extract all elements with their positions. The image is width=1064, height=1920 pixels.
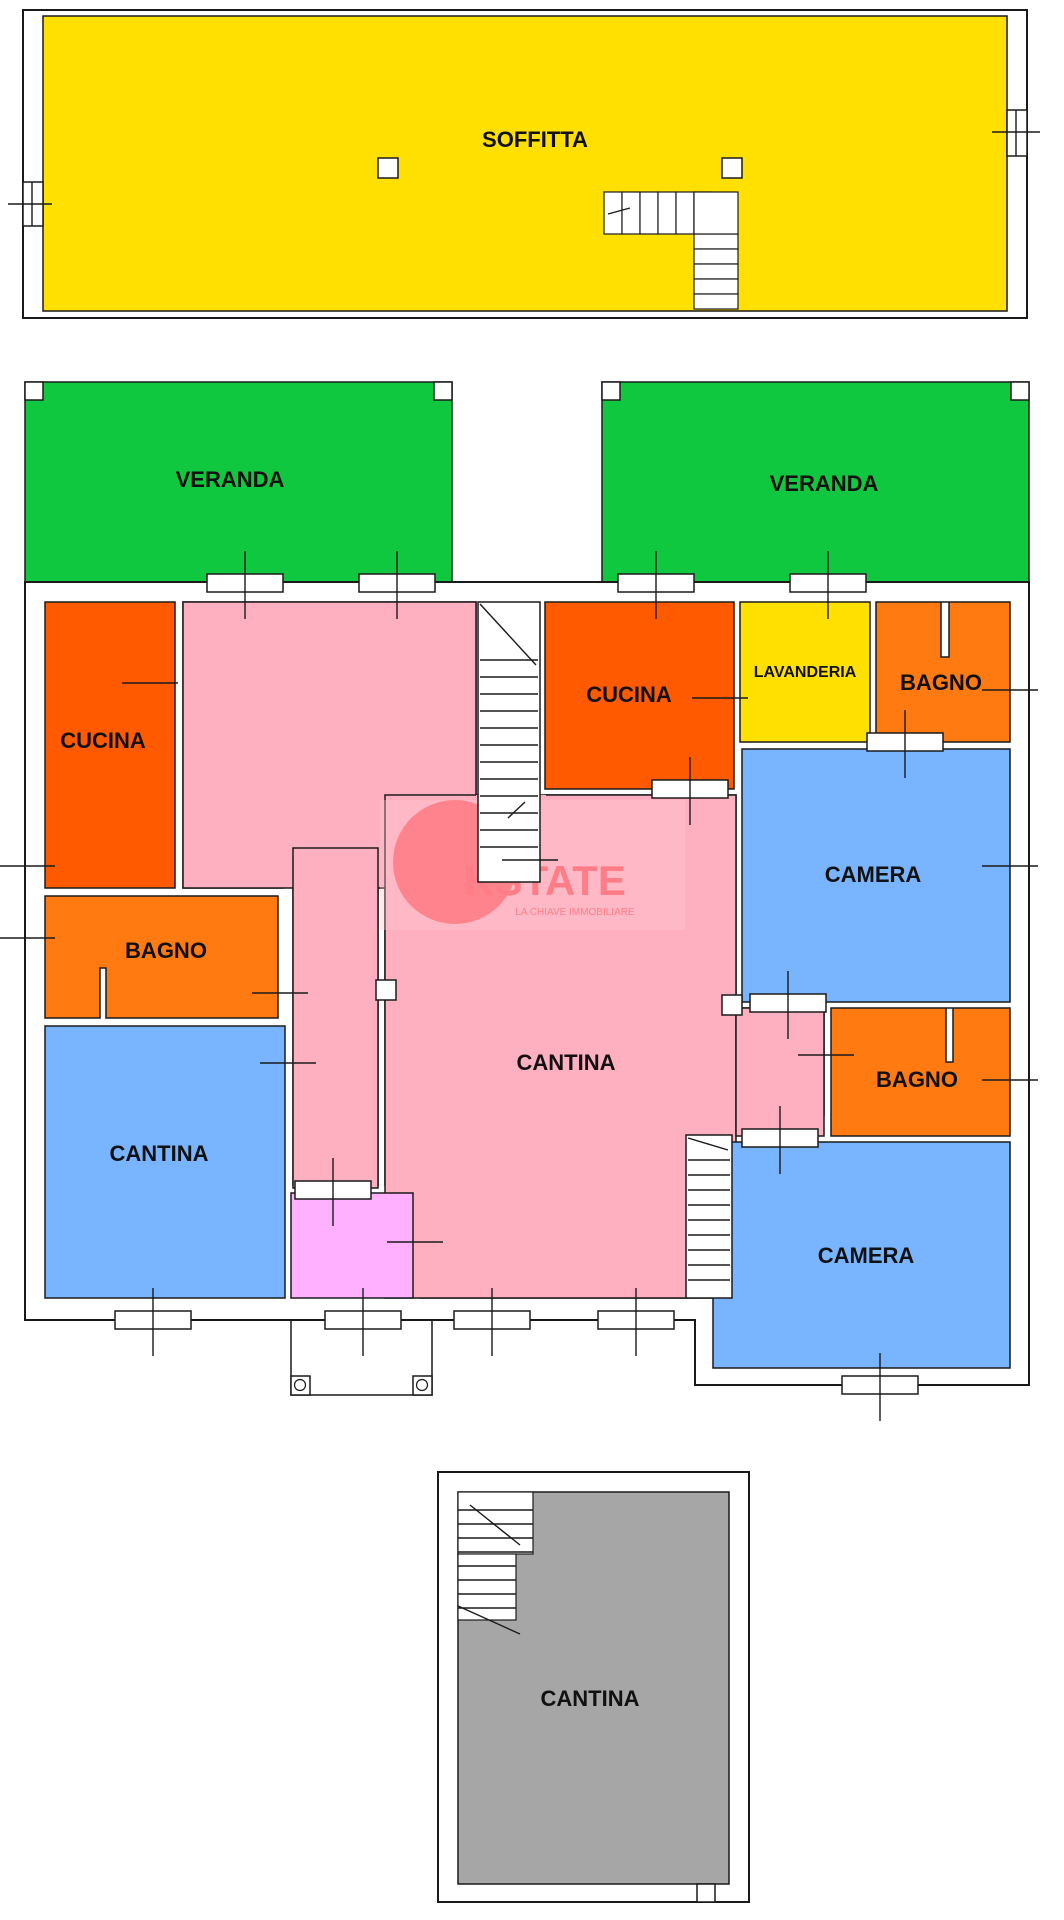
- room-cantina-center: [384, 794, 737, 1299]
- attic-step: [693, 293, 739, 310]
- room-veranda-right: [601, 381, 1030, 583]
- label-camera-right: CAMERA: [825, 862, 922, 887]
- veranda-right-pillar-1: [601, 381, 621, 401]
- central-stair-box: [477, 601, 541, 883]
- lower-stair-diag: [687, 1137, 729, 1151]
- label-soffitta: SOFFITTA: [482, 127, 588, 152]
- attic-floor: SOFFITTA: [8, 9, 1040, 319]
- attic-step: [693, 278, 739, 295]
- label-veranda-left: VERANDA: [176, 467, 285, 492]
- central-stair-diag: [479, 603, 537, 666]
- attic-step: [675, 191, 695, 235]
- attic-step: [657, 191, 677, 235]
- room-bagno-left: [44, 895, 279, 1019]
- basement-stair-edge: [457, 1605, 521, 1635]
- basement-staircase: [457, 1491, 534, 1635]
- attic-step: [621, 191, 641, 235]
- porch-pillar-right-ring: [415, 1378, 429, 1392]
- basement-floor: CANTINA: [437, 1471, 750, 1903]
- label-cantina-center: CANTINA: [517, 1050, 616, 1075]
- pillar-left-corridor: [375, 979, 397, 1001]
- room-cucina-left: [44, 601, 176, 889]
- central-staircase: [477, 601, 541, 883]
- room-cantina-left: [44, 1025, 286, 1299]
- label-bagno-top-right: BAGNO: [900, 670, 982, 695]
- basement-stair-top: [457, 1491, 534, 1555]
- porch-pillar-left: [290, 1375, 311, 1396]
- main-floor: VERANDA VERANDA KSTATE LA CHIAVE IMMOBIL…: [0, 381, 1038, 1421]
- label-veranda-right: VERANDA: [770, 471, 879, 496]
- room-bagno-mid-right: [830, 1007, 1011, 1137]
- attic-pillar-2: [721, 157, 743, 179]
- attic-step: [693, 263, 739, 280]
- room-veranda-left: [24, 381, 453, 583]
- pillar-right-passage: [721, 994, 743, 1016]
- label-camera-bottom-right: CAMERA: [818, 1243, 915, 1268]
- label-lavanderia: LAVANDERIA: [754, 664, 857, 681]
- attic-outer-wall: [22, 9, 1028, 319]
- label-cantina-left: CANTINA: [110, 1141, 209, 1166]
- openings: [0, 551, 1038, 1421]
- lower-staircase: [685, 1134, 733, 1299]
- house-outer-wall: [24, 581, 1030, 1386]
- attic-window-right: [1006, 109, 1028, 157]
- attic-pillar-1: [377, 157, 399, 179]
- veranda-right-pillar-2: [1010, 381, 1030, 401]
- veranda-left-pillar-1: [24, 381, 44, 401]
- lower-stair-box: [685, 1134, 733, 1299]
- attic-step: [693, 233, 739, 250]
- label-bagno-mid-right: BAGNO: [876, 1067, 958, 1092]
- attic-step: [639, 191, 659, 235]
- porch-pillar-right: [412, 1375, 433, 1396]
- room-soffitta: [42, 15, 1008, 312]
- label-cucina-left: CUCINA: [60, 728, 146, 753]
- room-camera-bottom-right: [712, 1141, 1011, 1369]
- room-camera-right: [741, 748, 1011, 1003]
- basement-stair-side: [457, 1553, 517, 1621]
- attic-staircase: [603, 191, 739, 310]
- label-bagno-left: BAGNO: [125, 938, 207, 963]
- entrance-porch: [290, 1319, 433, 1396]
- label-cucina-center: CUCINA: [586, 682, 672, 707]
- basement-outer-wall: [437, 1471, 750, 1903]
- veranda-left-pillar-2: [433, 381, 453, 401]
- porch-pillar-left-ring: [293, 1378, 307, 1392]
- room-bagno-top-right: [875, 601, 1011, 743]
- basement-stair-diag: [469, 1504, 521, 1546]
- attic-stair-arrow: [607, 207, 631, 215]
- attic-step: [693, 248, 739, 265]
- central-stair-arrow: [507, 801, 526, 819]
- room-small-violet: [290, 1192, 414, 1299]
- label-cantina-basement: CANTINA: [541, 1686, 640, 1711]
- attic-landing: [693, 191, 739, 235]
- basement-window: [696, 1883, 716, 1903]
- room-lavanderia: [739, 601, 871, 743]
- watermark-tagline: LA CHIAVE IMMOBILIARE: [515, 907, 635, 918]
- room-cucina-center: [544, 601, 735, 790]
- corridor-left: [292, 847, 379, 1189]
